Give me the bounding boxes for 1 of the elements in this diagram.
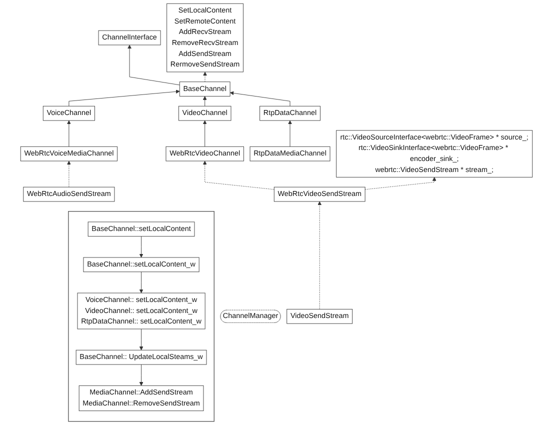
- cluster: [68, 211, 214, 422]
